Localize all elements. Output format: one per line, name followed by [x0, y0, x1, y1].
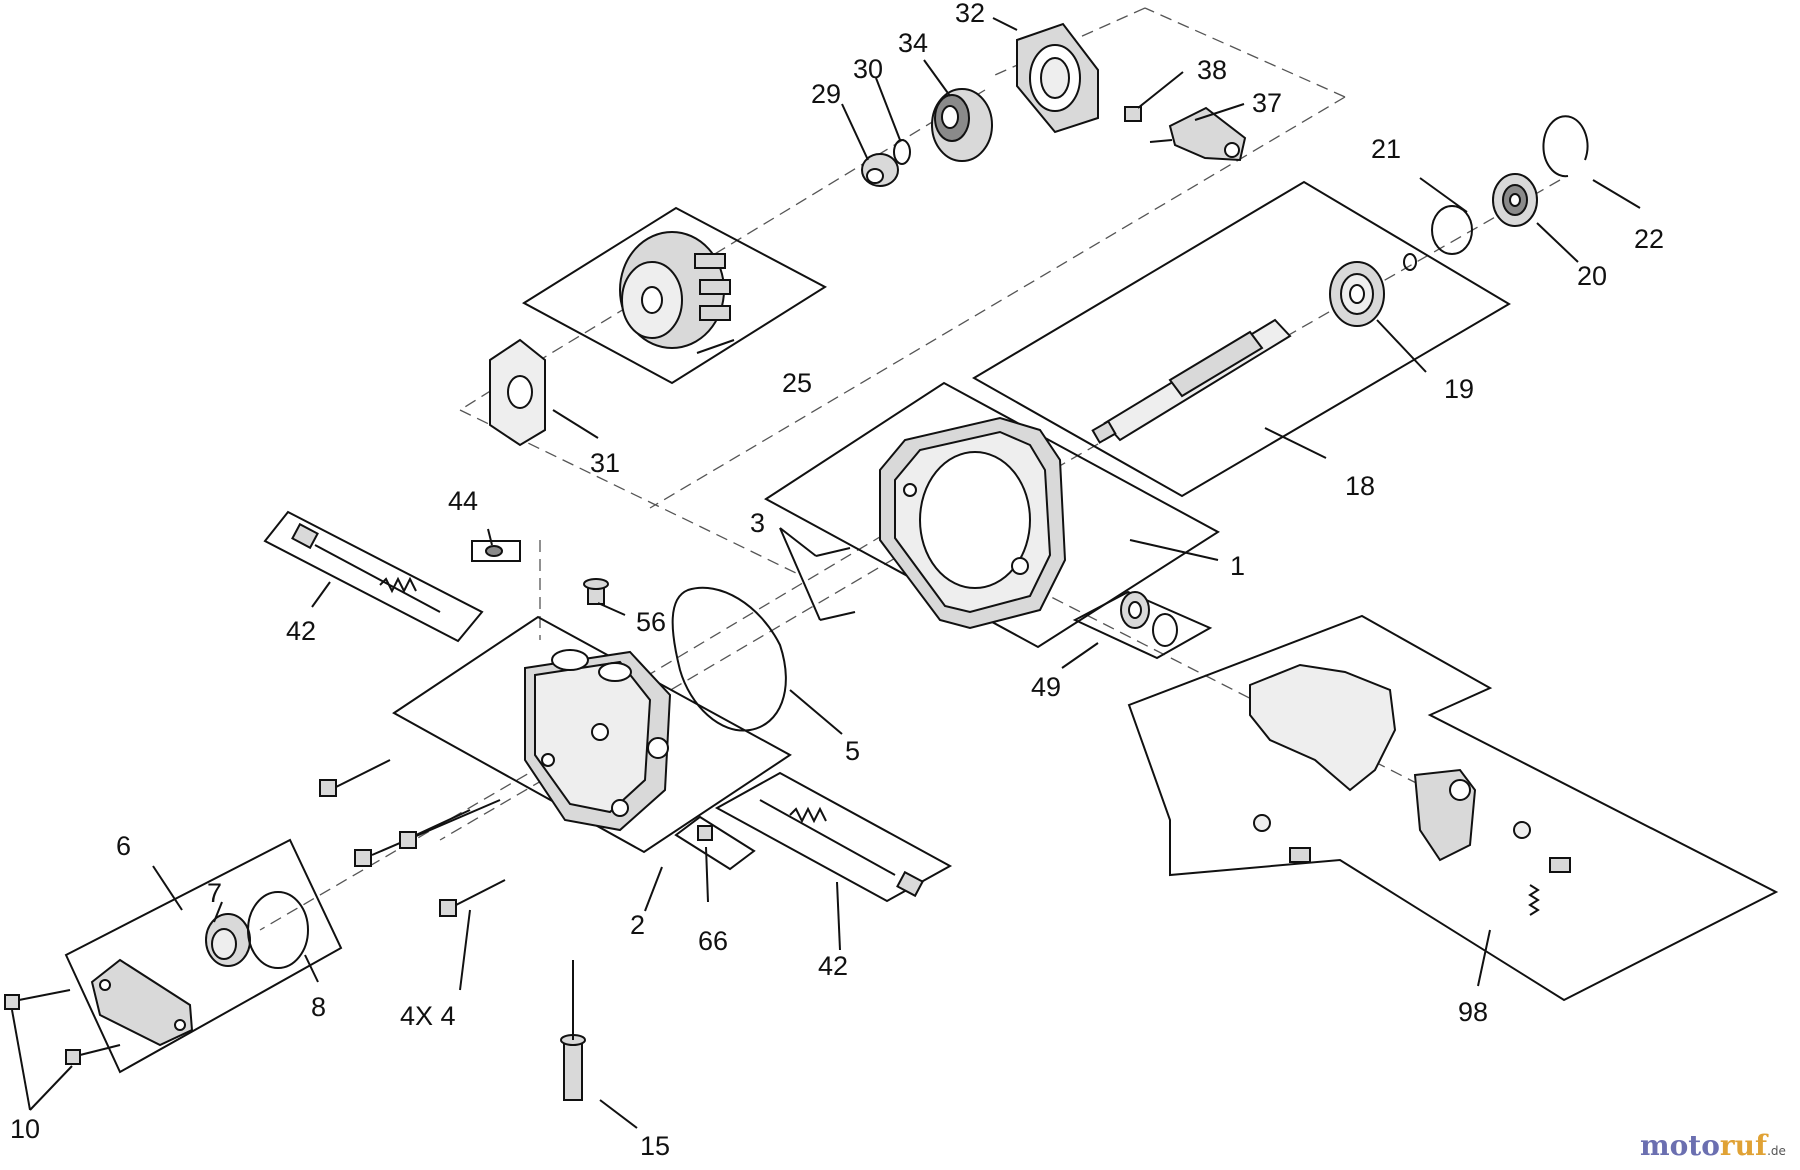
callout-37: 37 [1252, 88, 1282, 118]
callout-4: 4X 4 [400, 1001, 456, 1031]
part-8-o-ring [247, 891, 309, 969]
part-7-gerotor [205, 913, 251, 967]
part-29-bearing [861, 153, 899, 187]
part-2-center-section [524, 649, 672, 832]
callout-8: 8 [311, 992, 326, 1022]
callout-20: 20 [1577, 261, 1607, 291]
part-22-snap-ring [1542, 115, 1589, 178]
part-42-relief-valve-top [291, 522, 441, 613]
callout-21: 21 [1371, 134, 1401, 164]
part-98-control-bracket [1249, 663, 1571, 916]
group-98-outline [1127, 614, 1779, 1002]
group-49-outline [1072, 590, 1213, 660]
part-34-seal [931, 88, 993, 162]
part-30-retaining-ring [893, 139, 911, 165]
part-49-seal [1120, 591, 1178, 647]
group-42a-outline [263, 510, 484, 643]
group-18-outline [972, 180, 1511, 498]
part-1-housing [815, 416, 1067, 630]
callout-22: 22 [1634, 224, 1664, 254]
part-32-end-cap [1016, 22, 1099, 134]
watermark-suffix: .de [1767, 1144, 1786, 1158]
callout-15: 15 [640, 1131, 670, 1161]
callout-31: 31 [590, 448, 620, 478]
group-outlines [64, 180, 1779, 1074]
group-25-outline [522, 206, 827, 385]
callout-19: 19 [1444, 374, 1474, 404]
callout-34: 34 [898, 28, 928, 58]
part-44-check-valve [485, 545, 503, 557]
callout-42-top: 42 [286, 616, 316, 646]
callout-44: 44 [448, 486, 478, 516]
callout-7: 7 [207, 878, 222, 908]
part-66-plug [697, 825, 713, 841]
part-6-charge-cover [90, 958, 194, 1047]
callout-2: 2 [630, 910, 645, 940]
callout-25: 25 [782, 368, 812, 398]
callout-1: 1 [1230, 551, 1245, 581]
part-38-key [1124, 106, 1142, 122]
callout-6: 6 [116, 831, 131, 861]
part-10-screws [4, 989, 121, 1065]
part-18-input-shaft [1091, 318, 1292, 444]
part-20-seal [1492, 173, 1538, 227]
part-19-bearing [1329, 261, 1385, 327]
callouts: 32 34 30 29 38 37 21 22 20 19 25 31 18 4… [10, 0, 1664, 1161]
callout-42-bottom: 42 [818, 951, 848, 981]
part-5-gasket [671, 586, 787, 732]
part-21-o-ring [1431, 205, 1473, 255]
watermark-logo: motoruf.de [1640, 1129, 1786, 1162]
watermark-part1: moto [1640, 1129, 1720, 1162]
callout-30: 30 [853, 54, 883, 84]
part-37-control-shaft [1149, 106, 1247, 162]
part-4-bolts [319, 759, 506, 917]
part-snap-ring [1403, 253, 1417, 271]
callout-56: 56 [636, 607, 666, 637]
part-25-cylinder-block [619, 231, 731, 349]
callout-10: 10 [10, 1114, 40, 1144]
group-6-outline [64, 838, 343, 1074]
callout-98: 98 [1458, 997, 1488, 1027]
callout-38: 38 [1197, 55, 1227, 85]
callout-66: 66 [698, 926, 728, 956]
part-31-valve-plate [489, 338, 546, 447]
group-66-outline [674, 815, 756, 871]
callout-3: 3 [750, 508, 765, 538]
svg-text:motoruf.de: motoruf.de [1640, 1129, 1786, 1162]
part-42-relief-valve-bottom [759, 799, 924, 898]
callout-29: 29 [811, 79, 841, 109]
callout-18: 18 [1345, 471, 1375, 501]
parts [4, 22, 1589, 1101]
watermark-part2: ruf [1720, 1129, 1769, 1162]
callout-5: 5 [845, 736, 860, 766]
part-56-plug [583, 578, 609, 605]
callout-49: 49 [1031, 672, 1061, 702]
group-42b-outline [714, 771, 953, 903]
part-15-fitting [560, 960, 586, 1101]
leader-lines [11, 17, 1641, 1129]
group-44-outline [471, 540, 521, 562]
callout-32: 32 [955, 0, 985, 28]
